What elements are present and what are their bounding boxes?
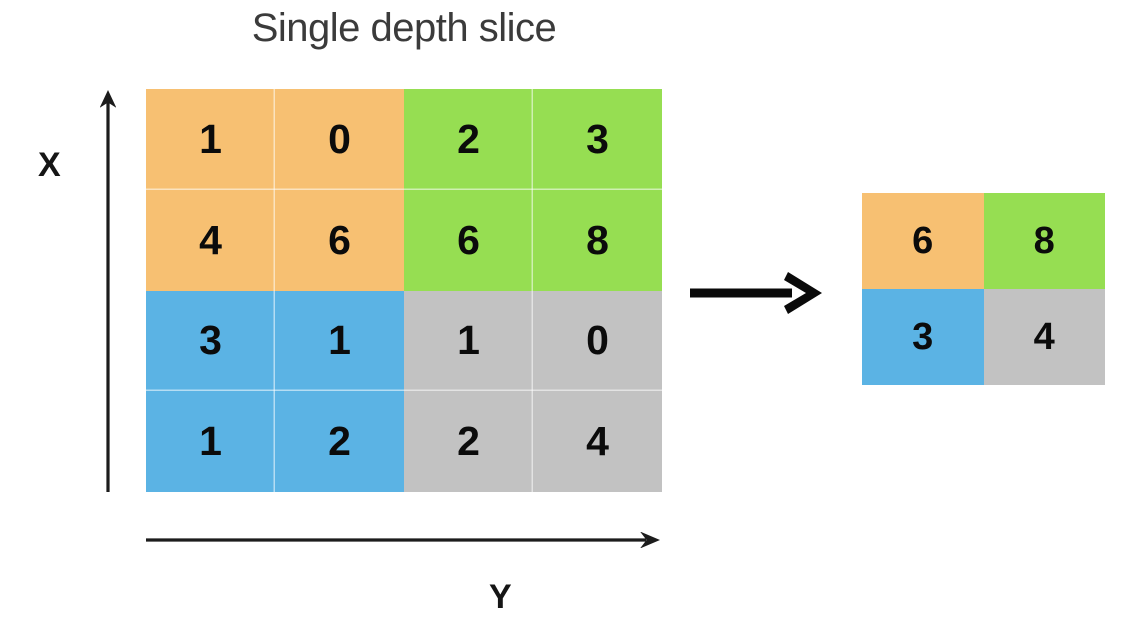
input-cell-r0c0: 1 xyxy=(146,89,275,190)
input-cell-r1c2: 6 xyxy=(404,189,533,291)
output-pooled-grid: 6 8 3 4 xyxy=(862,193,1105,385)
output-cell-r0c1: 8 xyxy=(983,193,1105,289)
input-cell-r3c3: 4 xyxy=(533,391,662,492)
input-cell-r1c0: 4 xyxy=(146,189,275,291)
y-axis-label: Y xyxy=(489,578,512,616)
x-axis-label: X xyxy=(38,146,61,184)
input-cell-r2c1: 1 xyxy=(275,290,404,392)
input-cell-r3c1: 2 xyxy=(275,391,404,492)
input-cell-r1c1: 6 xyxy=(275,189,404,291)
input-cell-r0c3: 3 xyxy=(533,89,662,190)
input-cell-r1c3: 8 xyxy=(533,189,662,291)
input-cell-r0c2: 2 xyxy=(404,89,533,190)
x-axis-arrow xyxy=(99,88,117,492)
output-cell-r0c0: 6 xyxy=(862,193,984,289)
input-cell-r3c0: 1 xyxy=(146,391,275,492)
input-cell-r2c2: 1 xyxy=(404,290,533,392)
input-feature-map-grid: 1 0 2 3 4 6 6 8 3 1 1 0 1 2 2 4 xyxy=(146,89,662,492)
page-title: Single depth slice xyxy=(251,6,557,50)
y-axis-arrow xyxy=(146,531,662,549)
input-cell-r3c2: 2 xyxy=(404,391,533,492)
arrow-right-icon xyxy=(688,268,824,318)
input-cell-r2c3: 0 xyxy=(533,290,662,392)
output-cell-r1c1: 4 xyxy=(983,289,1105,385)
input-cell-r0c1: 0 xyxy=(275,89,404,190)
output-cell-r1c0: 3 xyxy=(862,289,984,385)
input-cell-r2c0: 3 xyxy=(146,290,275,392)
